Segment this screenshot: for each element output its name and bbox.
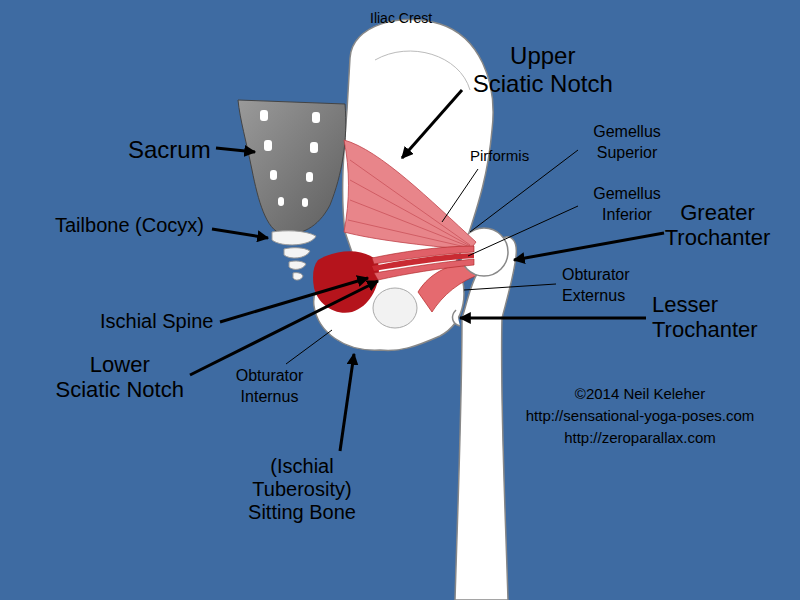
coccyx-bone bbox=[272, 231, 316, 280]
bone-label: Tailbone (Cocyx) bbox=[55, 214, 204, 237]
piriformis-muscle bbox=[344, 140, 476, 250]
bone-label: Ischial Spine bbox=[100, 310, 213, 333]
bone-label: Lesser Trochanter bbox=[652, 292, 772, 343]
copyright-note: ©2014 Neil Keleher bbox=[500, 385, 780, 402]
muscle-label: Pirformis bbox=[470, 147, 529, 164]
bone-label: Greater Trochanter bbox=[660, 200, 775, 251]
muscle-label: Obturator Internus bbox=[222, 366, 317, 408]
muscle-label: Obturator Externus bbox=[562, 265, 652, 307]
muscle-label: Gemellus Inferior bbox=[582, 184, 672, 226]
bone-label: (Ischial Tuberosity) Sitting Bone bbox=[232, 455, 372, 524]
bone-label: Sacrum bbox=[128, 136, 211, 164]
notch-label: Upper Sciatic Notch bbox=[472, 42, 614, 97]
gemellus-inferior-muscle bbox=[374, 259, 474, 280]
sacrum-bone bbox=[238, 100, 346, 234]
bone-label: Iliac Crest bbox=[370, 10, 432, 26]
muscle-label: Gemellus Superior bbox=[582, 122, 672, 164]
notch-label: Lower Sciatic Notch bbox=[55, 352, 185, 403]
website-url: http://sensational-yoga-poses.com bbox=[500, 407, 780, 424]
website-url: http://zeroparallax.com bbox=[500, 429, 780, 446]
obturator-internus-muscle bbox=[313, 251, 379, 313]
femur-bone bbox=[453, 228, 517, 600]
